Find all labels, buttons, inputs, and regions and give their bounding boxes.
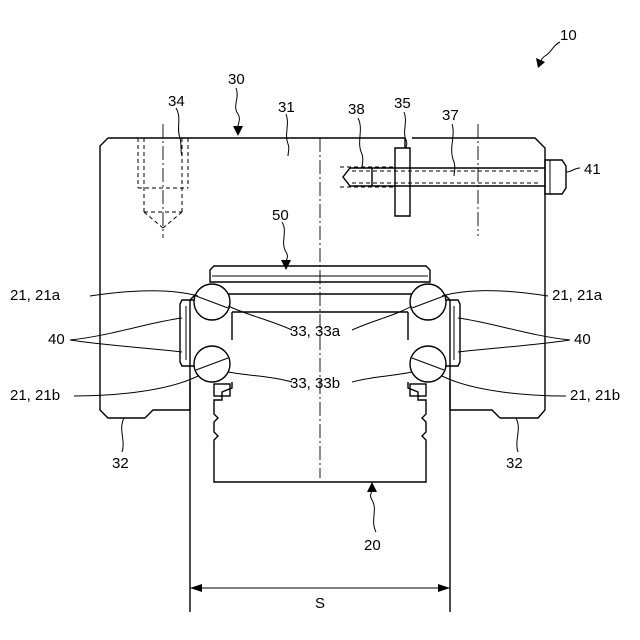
ball-lower-right [410, 346, 446, 382]
label-groove-upper: 33, 33a [290, 323, 341, 340]
label-slider-foot-left: 32 [112, 455, 129, 472]
bracket [395, 148, 410, 216]
label-retainer-left: 40 [48, 331, 65, 348]
label-retainer-right: 40 [574, 331, 591, 348]
label-ball-upper-right: 21, 21a [552, 287, 603, 304]
label-bolt-shaft: 37 [442, 107, 459, 124]
label-device: 10 [560, 27, 577, 44]
bolt [340, 124, 566, 236]
label-groove-lower: 33, 33b [290, 375, 340, 392]
label-tapped-hole: 34 [168, 93, 185, 110]
ball-upper-left [194, 284, 230, 320]
label-bracket: 35 [394, 95, 411, 112]
rail-outline [190, 382, 450, 612]
ball-upper-right [410, 284, 446, 320]
dimension-s [190, 584, 450, 592]
label-ball-lower-left: 21, 21b [10, 387, 60, 404]
label-slider-body: 31 [278, 99, 295, 116]
label-slider: 30 [228, 71, 245, 88]
label-ball-upper-left: 21, 21a [10, 287, 61, 304]
label-span: S [315, 595, 325, 612]
label-slider-foot-right: 32 [506, 455, 523, 472]
label-rail: 20 [364, 537, 381, 554]
retainer-left [180, 300, 196, 366]
retainer-right [444, 300, 460, 366]
label-bolt-head: 41 [584, 161, 601, 178]
label-lubricator: 50 [272, 207, 289, 224]
leader-lines [70, 42, 580, 532]
ball-lower-left [194, 346, 230, 382]
label-bolt-hole: 38 [348, 101, 365, 118]
label-ball-lower-right: 21, 21b [570, 387, 620, 404]
